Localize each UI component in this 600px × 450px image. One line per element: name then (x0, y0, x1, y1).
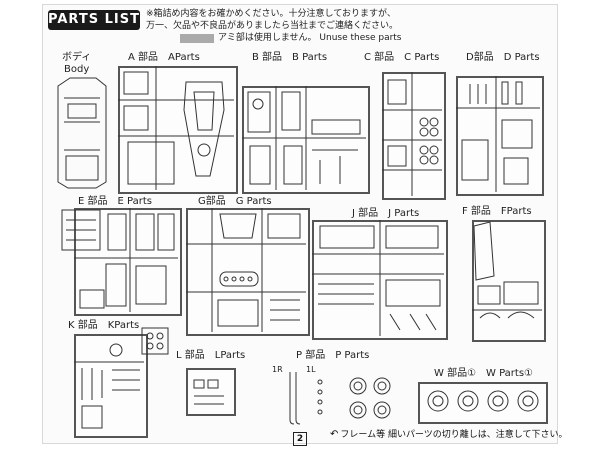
unuse-note: アミ部は使用しません。 Unuse these parts (218, 33, 402, 43)
body-label-en: Body (64, 64, 90, 75)
caution-arrow-icon: ↶ (330, 429, 339, 440)
g-parts-drawing (186, 208, 306, 332)
e-parts-label: E 部品 E Parts (78, 196, 152, 207)
page-number: 2 (293, 432, 307, 446)
w-parts-label: W 部品① W Parts① (434, 368, 534, 379)
footer-note-row: ↶フレーム等 細いパーツの切り離しは、注意して下さい。 (330, 427, 568, 440)
body-shell-drawing (57, 77, 107, 189)
e-parts-drawing (61, 208, 178, 312)
notice-line-1: ※箱詰め内容をお確かめください。十分注意しておりますが、 (146, 9, 396, 19)
l-parts-drawing (193, 379, 224, 405)
b-parts-label: B 部品 B Parts (252, 52, 328, 63)
footer-note-text: フレーム等 細いパーツの切り離しは、注意して下さい。 (340, 430, 568, 440)
d-parts-label: D部品 D Parts (466, 52, 540, 63)
p-part-1r-label: 1R (272, 365, 283, 374)
l-parts-label: L 部品 LParts (176, 350, 246, 361)
p-parts-drawing (289, 372, 391, 425)
d-parts-drawing (456, 76, 540, 192)
l-parts-sprue (186, 368, 236, 416)
j-parts-label: J 部品 J Parts (352, 208, 420, 219)
w-parts-sprue (418, 382, 548, 424)
p-parts-label: P 部品 P Parts (296, 350, 370, 361)
b-parts-drawing (242, 86, 366, 190)
e-parts-sprue (74, 208, 182, 316)
g-parts-label: G部品 G Parts (198, 196, 272, 207)
f-parts-drawing (472, 221, 542, 319)
body-label-jp: ボディ (62, 52, 92, 63)
unused-parts-swatch (180, 34, 214, 43)
parts-list-title: PARTS LIST (48, 10, 140, 30)
f-parts-sprue (472, 220, 546, 342)
k-parts-sprue (74, 334, 148, 438)
w-parts-drawing (427, 390, 539, 412)
notice-line-2: 万一、欠品や不良品がありましたら当社までご連絡ください。 (146, 21, 399, 31)
c-parts-drawing (382, 72, 442, 196)
k-parts-label: K 部品 KParts (68, 320, 140, 331)
d-parts-sprue (456, 76, 544, 196)
j-parts-drawing (312, 220, 444, 336)
a-parts-drawing (118, 66, 234, 190)
k-parts-drawing (74, 327, 169, 429)
a-parts-label: A 部品 AParts (128, 52, 200, 63)
f-parts-label: F 部品 FParts (462, 206, 532, 217)
p-part-1l-label: 1L (306, 365, 316, 374)
c-parts-label: C 部品 C Parts (364, 52, 440, 63)
